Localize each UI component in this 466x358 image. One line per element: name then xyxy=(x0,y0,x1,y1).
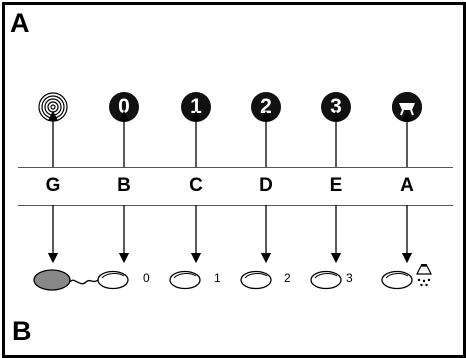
column-label-e: E xyxy=(329,175,343,196)
burner-icon-2 xyxy=(240,270,272,290)
burner-icon-1 xyxy=(169,270,201,290)
knob-1-icon: 1 xyxy=(181,92,211,122)
oven-burner-icon xyxy=(381,264,432,290)
divider-bottom xyxy=(18,205,453,206)
burner-icon-3 xyxy=(310,270,342,290)
burner-number-3: 3 xyxy=(346,271,353,285)
column-label-c: C xyxy=(189,175,203,196)
burner-number-1: 1 xyxy=(214,271,221,285)
up-arrows xyxy=(47,110,413,167)
column-label-a: A xyxy=(400,175,414,196)
burner-number-2: 2 xyxy=(284,271,291,285)
column-label-d: D xyxy=(259,175,273,196)
divider-top xyxy=(18,167,453,168)
column-label-b: B xyxy=(117,175,131,196)
panel-a-letter: A xyxy=(10,8,30,38)
grill-plate-icon xyxy=(33,269,129,291)
burner-number-0: 0 xyxy=(143,271,150,285)
down-arrows xyxy=(47,205,413,264)
column-label-g: G xyxy=(45,175,61,196)
panel-b-letter: B xyxy=(12,316,32,346)
